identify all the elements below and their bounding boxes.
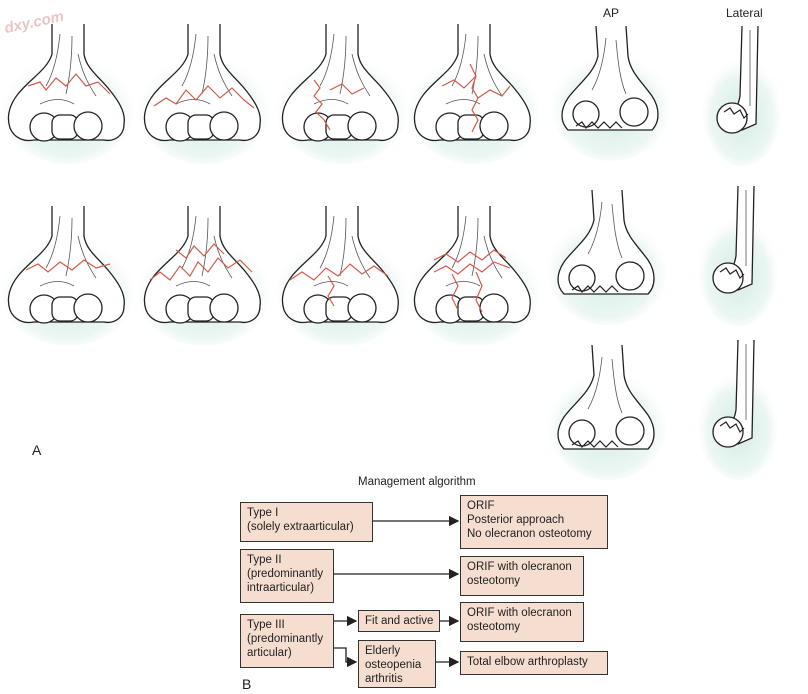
box-line: osteotomy	[467, 621, 521, 633]
orif-osteotomy-box-2: ORIF with olecranon osteotomy	[460, 602, 584, 642]
box-line: ORIF	[467, 500, 495, 512]
fracture-line	[25, 259, 111, 273]
box-line: Elderly	[365, 645, 401, 657]
box-line: (predominantly	[247, 633, 324, 645]
box-line: Fit and active	[365, 615, 434, 627]
fracture-line	[433, 249, 511, 313]
box-line: articular)	[247, 647, 292, 659]
elbow-ap-displaced-illustration	[546, 344, 668, 481]
box-line: (solely extraarticular)	[247, 521, 354, 533]
fit-active-box: Fit and active	[358, 610, 440, 632]
box-line: Posterior approach	[467, 514, 565, 526]
elbow-ap-illustration	[407, 23, 541, 165]
box-line: (predominantly	[247, 568, 324, 580]
arrow-type3-to-elderly	[334, 647, 358, 668]
algorithm-arrows	[334, 515, 460, 668]
elbow-ap-illustration	[137, 205, 271, 347]
panel-a-label: A	[32, 442, 42, 458]
box-line: Type I	[247, 507, 279, 519]
box-line: osteopenia	[365, 659, 422, 671]
elbow-ap-illustration	[275, 23, 409, 165]
elbow-ap-displaced-illustration	[546, 189, 668, 326]
box-line: ORIF with olecranon	[467, 607, 572, 619]
elbow-ap-displaced-illustration	[550, 25, 672, 162]
type3-box: Type III (predominantly articular)	[240, 614, 334, 668]
algorithm-title: Management algorithm	[358, 476, 476, 488]
box-line: Total elbow arthroplasty	[467, 656, 588, 668]
col-label-lateral: Lateral	[726, 6, 763, 20]
elbow-ap-illustration	[1, 205, 135, 347]
elbow-ap-illustration	[275, 205, 409, 347]
box-line: Type II	[247, 554, 282, 566]
fracture-line	[441, 63, 511, 133]
elbow-ap-illustration	[1, 23, 135, 165]
fracture-line	[313, 79, 365, 131]
col-label-ap: AP	[603, 6, 620, 20]
fracture-line	[27, 73, 111, 95]
orif-osteotomy-box-1: ORIF with olecranon osteotomy	[460, 556, 584, 596]
fracture-line	[153, 85, 255, 109]
elbow-ap-illustration	[407, 205, 541, 347]
box-line: ORIF with olecranon	[467, 561, 572, 573]
type1-box: Type I (solely extraarticular)	[240, 502, 373, 542]
box-line: No olecranon osteotomy	[467, 528, 592, 540]
elbow-lateral-illustration	[701, 25, 783, 167]
box-line: arthritis	[365, 673, 403, 685]
arthroplasty-box: Total elbow arthroplasty	[460, 651, 608, 675]
fracture-line	[149, 243, 253, 281]
elderly-box: Elderly osteopenia arthritis	[358, 640, 436, 688]
box-line: osteotomy	[467, 575, 521, 587]
fracture-line	[289, 263, 389, 307]
elbow-ap-illustration	[137, 23, 271, 165]
orif-posterior-box: ORIF Posterior approach No olecranon ost…	[460, 495, 608, 549]
elbow-lateral-illustration	[697, 339, 779, 481]
elbow-lateral-illustration	[697, 185, 779, 327]
panel-b-label: B	[242, 676, 252, 692]
box-line: intraarticular)	[247, 582, 315, 594]
box-line: Type III	[247, 619, 285, 631]
type2-box: Type II (predominantly intraarticular)	[240, 549, 334, 603]
